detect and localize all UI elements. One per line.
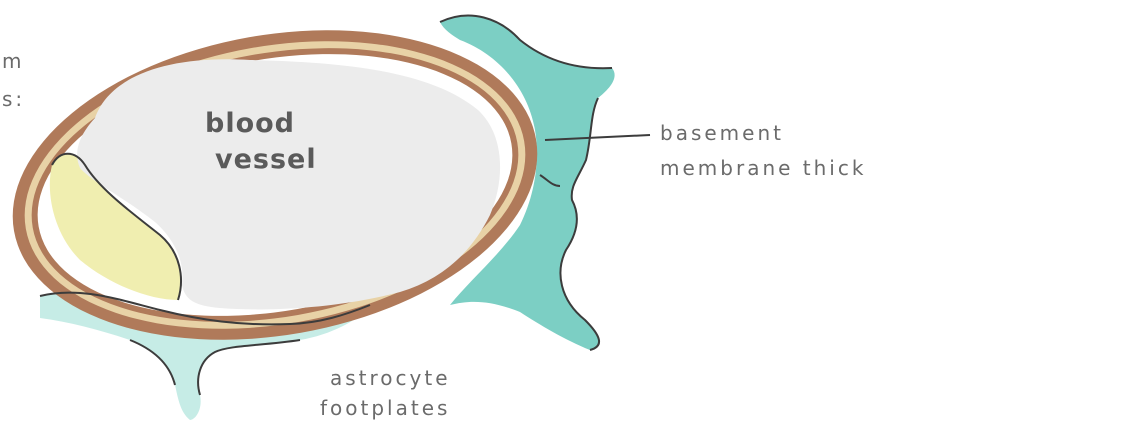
vessel-label-line2: vessel [215, 144, 317, 176]
astrocyte-label-line2: footplates [320, 395, 450, 421]
membrane-label-line1: basement [660, 120, 784, 146]
membrane-label-line2: membrane thick [660, 155, 866, 181]
left-label-line1: m [2, 48, 24, 74]
left-label-line2: s: [2, 86, 25, 112]
astrocyte-label-line1: astrocyte [330, 365, 451, 391]
vessel-label-line1: blood [205, 108, 295, 140]
